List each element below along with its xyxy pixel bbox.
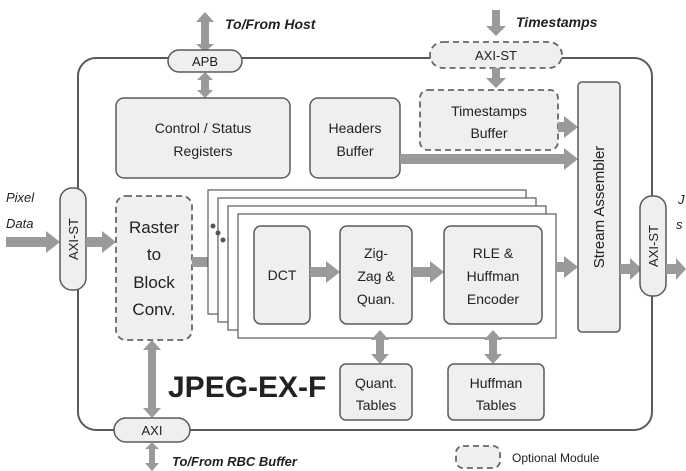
rle-line2: Huffman <box>467 268 520 284</box>
axi-st-right-port <box>639 195 667 297</box>
apb-control-arrow <box>197 72 213 98</box>
host-label: To/From Host <box>225 16 317 32</box>
control-status-line2: Registers <box>173 143 232 159</box>
rbc-label: To/From RBC Buffer <box>172 454 298 469</box>
pixel-in-arrow <box>6 231 60 253</box>
raster-line2: to <box>147 245 161 264</box>
axi-st-left-label: AXI-ST <box>66 218 81 260</box>
axi-st-top-port <box>429 41 563 69</box>
timestamps-buffer-block <box>419 89 559 151</box>
zigzag-quant-tables-arrow <box>371 330 389 364</box>
headers-buffer-line2: Buffer <box>336 143 373 159</box>
headers-buffer-line1: Headers <box>329 120 382 136</box>
rbc-arrow <box>145 442 159 471</box>
raster-line1: Raster <box>129 218 179 237</box>
timestamps-label: Timestamps <box>516 14 598 30</box>
zigzag-line2: Zag & <box>357 268 395 284</box>
host-arrow <box>196 12 214 52</box>
raster-to-block-block <box>115 195 193 341</box>
legend-label: Optional Module <box>512 451 600 465</box>
pixel-data-line1: Pixel <box>6 190 35 205</box>
pixel-data-line2: Data <box>6 216 33 231</box>
zigzag-line1: Zig- <box>364 245 388 261</box>
quant-tables-block <box>339 363 413 421</box>
quant-tables-line2: Tables <box>356 397 396 413</box>
stream-assembler-block <box>577 81 621 333</box>
huffman-tables-line2: Tables <box>476 397 516 413</box>
raster-line4: Conv. <box>132 300 175 319</box>
headers-buffer-block <box>309 97 401 179</box>
pipeline-to-assembler-arrow <box>556 256 578 278</box>
headers-to-assembler-arrow <box>400 148 578 170</box>
axi-st-right-label: AXI-ST <box>646 225 661 267</box>
timestamps-buffer-line2: Buffer <box>470 125 507 141</box>
huffman-tables-block <box>447 363 545 421</box>
quant-tables-line1: Quant. <box>355 375 397 391</box>
apb-label: APB <box>192 54 218 69</box>
axi-timestamps-arrow <box>486 68 506 88</box>
rle-huffman-encoder-block <box>443 225 543 325</box>
zigzag-to-rle-arrow <box>412 261 444 283</box>
timestamps-buffer-line1: Timestamps <box>451 103 527 119</box>
dct-to-zigzag-arrow <box>310 261 340 283</box>
dct-label: DCT <box>268 267 297 283</box>
stream-assembler-label: Stream Assembler <box>591 146 608 269</box>
axi-bottom-label: AXI <box>142 423 163 438</box>
rle-huffman-tables-arrow <box>484 330 502 364</box>
pipeline-stack-dots <box>210 223 226 243</box>
legend-swatch <box>455 445 501 469</box>
timestamps-in-arrow <box>486 10 506 36</box>
output-arrow <box>666 258 686 280</box>
control-status-line1: Control / Status <box>155 120 252 136</box>
rle-line1: RLE & <box>473 245 514 261</box>
timestamps-to-assembler-arrow <box>558 116 578 138</box>
rle-line3: Encoder <box>467 291 519 307</box>
axi-to-raster-arrow <box>86 231 116 253</box>
raster-line3: Block <box>133 273 175 292</box>
output-label-line2: s <box>676 217 683 232</box>
zigzag-line3: Quan. <box>357 291 395 307</box>
assembler-to-axi-right-arrow <box>620 258 642 280</box>
control-status-registers-block <box>115 97 291 179</box>
module-title: JPEG-EX-F <box>168 371 326 404</box>
huffman-tables-line1: Huffman <box>470 375 523 391</box>
axi-st-top-label: AXI-ST <box>475 48 517 63</box>
raster-axi-arrow <box>143 340 161 418</box>
output-label-line1: J <box>677 192 685 207</box>
